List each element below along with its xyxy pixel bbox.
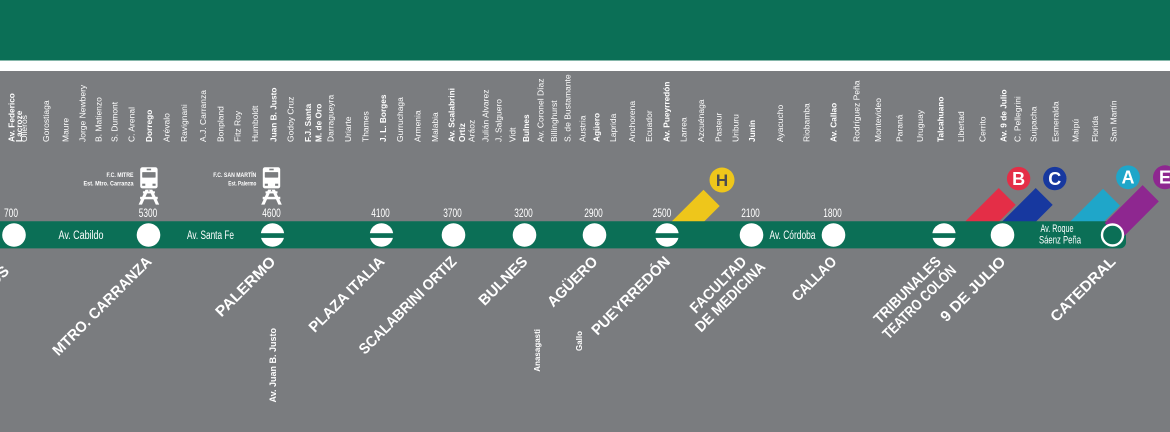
svg-text:Maipú: Maipú (1070, 119, 1080, 142)
svg-text:Ayacucho: Ayacucho (775, 105, 785, 142)
svg-text:3200: 3200 (514, 208, 533, 220)
svg-text:Av. Callao: Av. Callao (828, 103, 838, 142)
svg-text:Av. Federico: Av. Federico (6, 93, 16, 142)
svg-text:Bulnes: Bulnes (521, 114, 531, 142)
svg-text:Ortiz: Ortiz (457, 123, 467, 142)
svg-text:Laprida: Laprida (608, 113, 618, 142)
svg-text:Humboldt: Humboldt (250, 105, 260, 142)
svg-text:M. de Oro: M. de Oro (314, 104, 324, 142)
svg-text:Dorrego: Dorrego (144, 110, 154, 142)
svg-text:Gorostiaga: Gorostiaga (41, 100, 51, 142)
svg-text:Arévalo: Arévalo (162, 113, 172, 142)
svg-text:F.C. MITRE: F.C. MITRE (107, 172, 134, 179)
svg-text:Florida: Florida (1090, 116, 1100, 142)
svg-text:Sáenz Peña: Sáenz Peña (1039, 235, 1082, 247)
svg-text:Av. Pueyrredón: Av. Pueyrredón (662, 82, 672, 142)
svg-text:Ravignani: Ravignani (179, 104, 189, 142)
svg-text:J. L. Borges: J. L. Borges (378, 94, 388, 142)
svg-text:Av. 9 de Julio: Av. 9 de Julio (998, 89, 1008, 142)
svg-text:Montevideo: Montevideo (873, 98, 883, 142)
svg-text:Av. Juan B. Justo: Av. Juan B. Justo (268, 327, 278, 402)
svg-text:Paraná: Paraná (894, 114, 904, 142)
svg-text:Fitz Roy: Fitz Roy (233, 110, 243, 142)
svg-text:Esmeralda: Esmeralda (1050, 101, 1060, 142)
svg-text:Maure: Maure (60, 118, 70, 142)
svg-text:Av. Roque: Av. Roque (1041, 223, 1074, 235)
svg-text:Suipacha: Suipacha (1028, 106, 1038, 142)
svg-text:Darragueyra: Darragueyra (326, 94, 336, 142)
svg-text:Larrea: Larrea (679, 117, 689, 142)
svg-text:1800: 1800 (823, 208, 842, 220)
svg-text:Gurruchaga: Gurruchaga (395, 97, 405, 142)
svg-text:Av. Santa Fe: Av. Santa Fe (187, 230, 234, 242)
svg-text:Av. Cabildo: Av. Cabildo (59, 230, 104, 242)
svg-text:5300: 5300 (139, 208, 158, 220)
svg-text:San Martín: San Martín (1108, 100, 1118, 142)
svg-text:A.J. Carranza: A.J. Carranza (198, 90, 208, 142)
svg-text:B: B (1012, 169, 1025, 189)
svg-text:A: A (1122, 168, 1135, 188)
svg-text:Riobamba: Riobamba (801, 103, 811, 142)
svg-text:2100: 2100 (741, 208, 760, 220)
svg-text:Uriarte: Uriarte (343, 116, 353, 142)
svg-text:Armenia: Armenia (413, 110, 423, 142)
svg-text:Bonpland: Bonpland (215, 106, 225, 142)
svg-text:Libertad: Libertad (956, 111, 966, 142)
svg-text:B. Matienzo: B. Matienzo (94, 97, 104, 142)
svg-text:Junín: Junín (747, 120, 757, 142)
svg-text:Uriburu: Uriburu (731, 114, 741, 142)
svg-text:C: C (1048, 169, 1061, 189)
svg-text:Vidt: Vidt (507, 127, 517, 142)
svg-text:Pasteur: Pasteur (713, 113, 723, 142)
svg-text:F.J. Santa: F.J. Santa (303, 103, 313, 142)
svg-text:Aráoz: Aráoz (466, 120, 476, 142)
svg-text:Billinghurst: Billinghurst (549, 100, 559, 142)
svg-text:S. Dumont: S. Dumont (110, 101, 120, 142)
svg-text:Av. Córdoba: Av. Córdoba (770, 230, 816, 242)
svg-text:2900: 2900 (584, 208, 603, 220)
svg-text:Gallo: Gallo (575, 331, 584, 351)
svg-text:2500: 2500 (653, 208, 672, 220)
svg-text:Est. Palermo: Est. Palermo (228, 181, 256, 187)
svg-text:Austria: Austria (577, 115, 587, 142)
svg-text:700: 700 (4, 208, 18, 220)
svg-text:Rodríguez Peña: Rodríguez Peña (851, 80, 861, 142)
svg-text:Jorge Newbery: Jorge Newbery (78, 84, 88, 142)
svg-text:Lacroze: Lacroze (14, 110, 24, 142)
svg-text:4100: 4100 (371, 208, 390, 220)
svg-text:Agüero: Agüero (591, 113, 601, 142)
svg-text:Thames: Thames (360, 111, 370, 142)
svg-text:Anasagasti: Anasagasti (533, 329, 542, 372)
svg-text:C. Pellegrini: C. Pellegrini (1012, 96, 1022, 142)
svg-text:Uruguay: Uruguay (915, 109, 925, 142)
svg-text:3700: 3700 (443, 208, 462, 220)
svg-text:Olleros: Olleros (19, 115, 29, 142)
svg-text:S. de Bustamante: S. de Bustamante (563, 74, 573, 142)
svg-text:4600: 4600 (262, 208, 281, 220)
svg-text:E: E (1159, 168, 1170, 188)
svg-text:Av. Coronel Díaz: Av. Coronel Díaz (535, 79, 545, 142)
svg-text:Julián Alvarez: Julián Alvarez (480, 90, 490, 142)
svg-text:Anchorena: Anchorena (627, 101, 637, 142)
svg-text:Av. Scalabrini: Av. Scalabrini (447, 88, 457, 142)
svg-text:C. Arenal: C. Arenal (126, 107, 136, 142)
svg-text:H: H (716, 171, 728, 190)
svg-text:Juan B. Justo: Juan B. Justo (268, 88, 278, 142)
svg-text:Ecuador: Ecuador (644, 110, 654, 142)
svg-text:Cerrito: Cerrito (978, 116, 988, 142)
svg-text:F.C. SAN MARTÍN: F.C. SAN MARTÍN (213, 170, 256, 179)
svg-text:Godoy Cruz: Godoy Cruz (286, 97, 296, 142)
svg-text:Azcuénaga: Azcuénaga (696, 99, 706, 142)
svg-text:Est. Mtro. Carranza: Est. Mtro. Carranza (84, 181, 135, 187)
svg-text:J. Salguero: J. Salguero (493, 99, 503, 142)
svg-text:Talcahuano: Talcahuano (936, 97, 946, 143)
svg-text:Malabia: Malabia (430, 112, 440, 142)
